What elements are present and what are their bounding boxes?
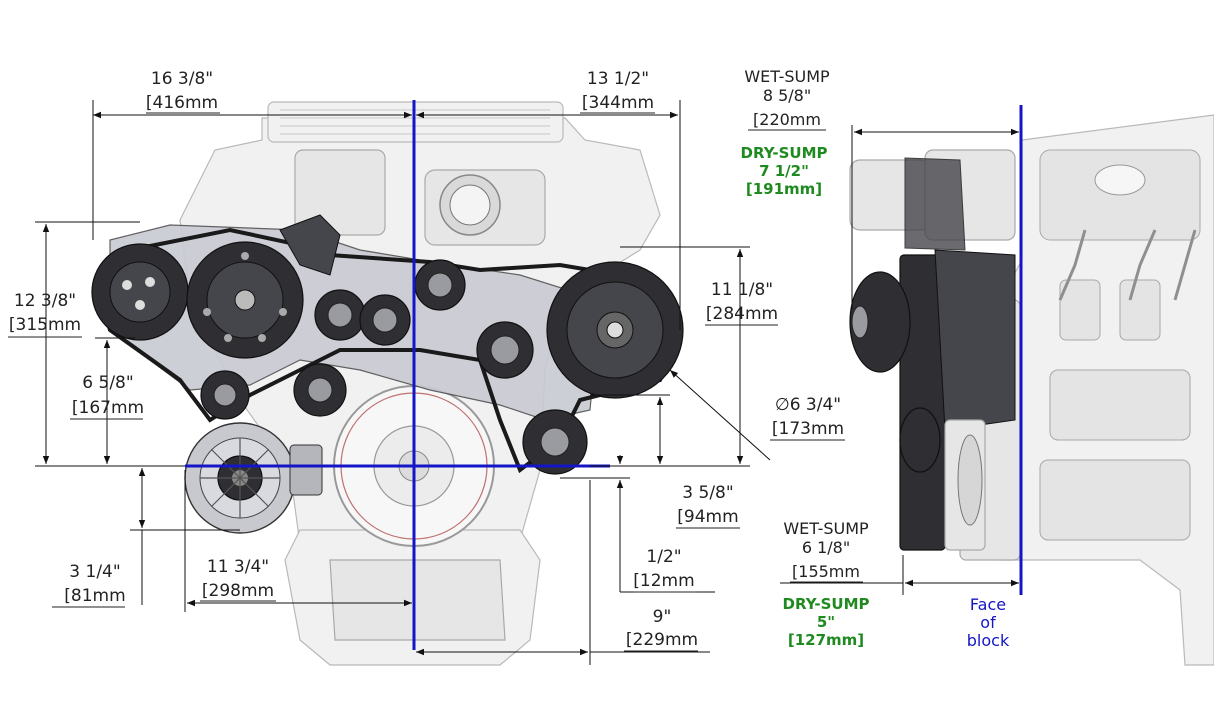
left-height-imperial: 12 3/8": [14, 291, 76, 311]
left-height-metric: [315mm: [9, 315, 81, 335]
small-offset-imperial: 1/2": [646, 547, 681, 567]
idler-height-imperial: 3 5/8": [682, 483, 733, 503]
dimension-labels: 16 3/8" [416mm 13 1/2" [344mm 12 3/8" [3…: [9, 67, 1010, 650]
centerlines: [185, 100, 1023, 650]
alt-drop-imperial: 3 1/4": [69, 562, 120, 582]
bottom-right-metric: [229mm: [626, 630, 698, 650]
dry-sump-bottom-metric: [127mm]: [788, 631, 864, 649]
face-of-block-line1: Face: [970, 595, 1006, 614]
dry-sump-bottom-imperial: 5": [817, 613, 835, 631]
dry-sump-top-label: DRY-SUMP: [741, 144, 828, 162]
front-view-engine: [91, 101, 684, 666]
dry-sump-top-imperial: 7 1/2": [759, 162, 809, 180]
wet-sump-top-metric: [220mm: [753, 110, 821, 129]
bottom-right-imperial: 9": [653, 607, 672, 627]
alt-offset-imperial: 11 3/4": [207, 557, 269, 577]
right-height-metric: [284mm: [706, 304, 778, 324]
dimension-lines: [35, 100, 1019, 665]
wet-sump-top-label: WET-SUMP: [744, 67, 830, 86]
balancer-dia-metric: [173mm: [772, 419, 844, 439]
left-inner-metric: [167mm: [72, 398, 144, 418]
balancer-dia-imperial: ∅6 3/4": [775, 395, 841, 415]
wet-sump-bottom-metric: [155mm: [792, 562, 860, 581]
alt-offset-metric: [298mm: [202, 581, 274, 601]
wet-sump-bottom-imperial: 6 1/8": [802, 538, 850, 557]
top-left-metric: [416mm: [146, 93, 218, 113]
metric-brackets: [8, 112, 863, 652]
top-left-imperial: 16 3/8": [151, 69, 213, 89]
dry-sump-top-metric: [191mm]: [746, 180, 822, 198]
side-view-engine: [849, 114, 1214, 666]
face-of-block-line2: of: [980, 613, 996, 632]
idler-height-metric: [94mm: [677, 507, 738, 527]
top-right-metric: [344mm: [582, 93, 654, 113]
right-height-imperial: 11 1/8": [711, 280, 773, 300]
small-offset-metric: [12mm: [633, 571, 694, 591]
dry-sump-bottom-label: DRY-SUMP: [783, 595, 870, 613]
wet-sump-bottom-label: WET-SUMP: [783, 519, 869, 538]
face-of-block-line3: block: [967, 631, 1010, 650]
left-inner-imperial: 6 5/8": [82, 373, 133, 393]
wet-sump-top-imperial: 8 5/8": [763, 86, 811, 105]
alt-drop-metric: [81mm: [64, 586, 125, 606]
top-right-imperial: 13 1/2": [587, 69, 649, 89]
